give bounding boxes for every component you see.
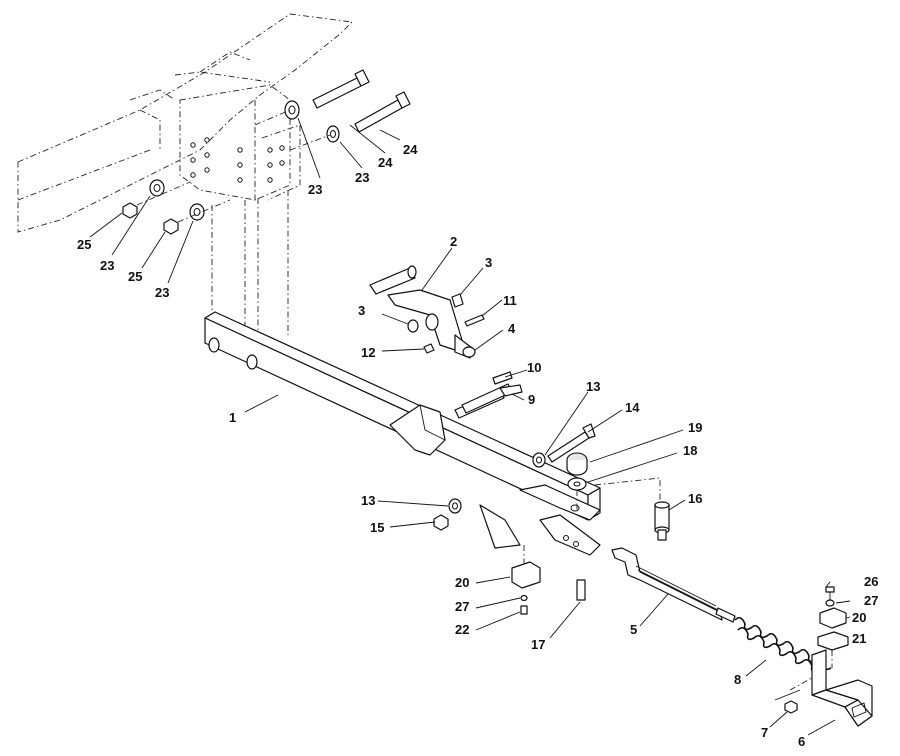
callout-8: 8: [734, 672, 741, 687]
bracket-6: [811, 649, 873, 727]
callout-labels: 1 2 3 3 4 5 6 7 8 9 10 11 12 13 13 14 15…: [77, 142, 878, 749]
washer-23-lower: [326, 125, 340, 143]
screw-22: [520, 605, 528, 615]
callout-23: 23: [355, 170, 369, 185]
hitch-bar-1: [204, 311, 601, 556]
callout-22: 22: [455, 622, 469, 637]
bracket-axis: [789, 677, 813, 691]
callout-20: 20: [455, 575, 469, 590]
callout-24: 24: [403, 142, 418, 157]
bolt-14: [547, 423, 596, 463]
washer-27-center: [520, 594, 528, 602]
callout-18: 18: [683, 443, 697, 458]
washer-18: [567, 477, 587, 491]
bolt-11: [464, 314, 485, 327]
bolt-axis-lower: [289, 134, 331, 151]
left-bolt-axis-lower: [177, 199, 231, 223]
left-bolt-axis-upper: [136, 181, 191, 206]
pin-16: [654, 501, 670, 541]
pad-20-center: [511, 561, 541, 589]
callout-16: 16: [688, 491, 702, 506]
nut-25-lower: [163, 218, 179, 235]
pin-9: [454, 383, 523, 419]
callout-4: 4: [508, 321, 516, 336]
callout-12: 12: [361, 345, 375, 360]
callout-1: 1: [229, 410, 236, 425]
callout-9: 9: [528, 392, 535, 407]
callout-27: 27: [864, 593, 878, 608]
nut-15: [433, 514, 449, 531]
bolt-24-upper: [312, 69, 370, 109]
tractor-frame-phantom: [17, 13, 353, 233]
callout-6: 6: [798, 734, 805, 749]
bushing-19: [566, 452, 588, 476]
washer-23-upper: [284, 100, 300, 120]
callout-24: 24: [378, 155, 393, 170]
alignment-centerlines: [211, 190, 289, 352]
pin-axis-16: [594, 477, 661, 500]
callout-3: 3: [485, 255, 492, 270]
bushing-3-right: [451, 293, 464, 308]
nut-7: [784, 700, 798, 714]
callout-7: 7: [761, 725, 768, 740]
roll-pin-17: [576, 579, 586, 601]
callout-23: 23: [155, 285, 169, 300]
callout-17: 17: [531, 637, 545, 652]
washer-23-left-lower: [189, 203, 205, 221]
callout-13: 13: [361, 493, 375, 508]
callout-23: 23: [100, 258, 114, 273]
callout-20: 20: [852, 610, 866, 625]
bolt-24-lower: [354, 91, 411, 133]
washer-27-right: [825, 599, 835, 607]
washer-23-left-upper: [149, 179, 165, 197]
nut-25-upper: [122, 202, 138, 219]
bracket-holes: [190, 137, 285, 183]
callout-15: 15: [370, 520, 384, 535]
callout-3: 3: [358, 303, 365, 318]
callout-11: 11: [503, 293, 517, 308]
callout-10: 10: [527, 360, 541, 375]
leader-lines: [89, 117, 851, 736]
callout-21: 21: [852, 631, 866, 646]
callout-14: 14: [625, 400, 640, 415]
pad-20-right: [819, 607, 847, 629]
pivot-4: [462, 346, 476, 358]
bushing-3-left: [407, 319, 419, 333]
callout-26: 26: [864, 574, 878, 589]
callout-25: 25: [128, 269, 142, 284]
bolt-axis-upper: [254, 109, 291, 126]
bolt-10: [492, 371, 513, 385]
callout-13: 13: [586, 379, 600, 394]
callout-27: 27: [455, 599, 469, 614]
rod-5: [611, 547, 736, 623]
lever-assembly-2: [369, 265, 473, 359]
callout-2: 2: [450, 234, 457, 249]
washer-13-lower: [448, 498, 462, 514]
nut-12: [423, 343, 435, 354]
pad-21: [817, 631, 849, 651]
callout-19: 19: [688, 420, 702, 435]
nut-7-axis: [774, 689, 801, 701]
callout-23: 23: [308, 182, 322, 197]
callout-25: 25: [77, 237, 91, 252]
callout-5: 5: [630, 622, 637, 637]
screw-26: [825, 586, 835, 600]
washer-13-upper: [532, 452, 546, 468]
